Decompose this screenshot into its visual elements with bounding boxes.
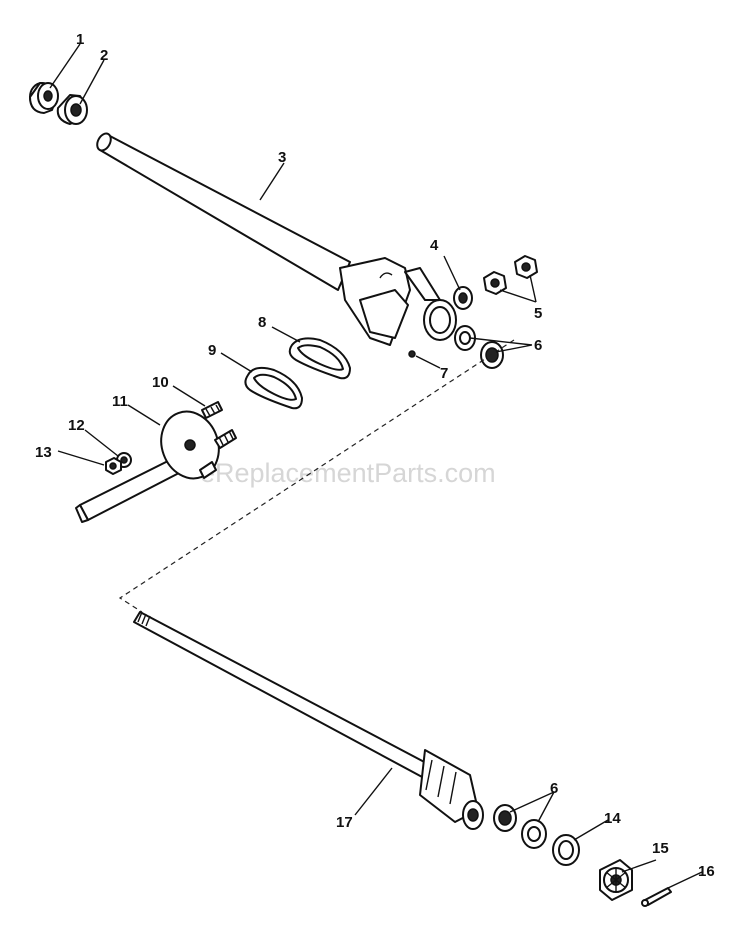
alignment-dashed-line — [118, 339, 515, 613]
callout-10: 10 — [152, 374, 169, 391]
part-13-nut-icon[interactable] — [105, 457, 122, 475]
part-14-seal-icon[interactable] — [552, 834, 580, 866]
callout-6-bottom: 6 — [550, 780, 558, 797]
part-8-gasket-icon[interactable] — [288, 337, 351, 380]
callout-15: 15 — [652, 840, 669, 857]
part-2-flanged-bushing-icon[interactable] — [56, 94, 88, 125]
watermark: eReplacementParts.com — [200, 458, 496, 488]
callout-16: 16 — [698, 863, 715, 880]
callout-12: 12 — [68, 417, 85, 434]
leader-lines — [49, 43, 703, 889]
callout-5: 5 — [534, 305, 542, 322]
callout-4: 4 — [430, 237, 439, 254]
callout-13: 13 — [35, 444, 52, 461]
part-1-bushing-icon[interactable] — [29, 82, 59, 114]
part-4-washer-icon[interactable] — [453, 286, 473, 310]
callout-7: 7 — [440, 365, 448, 382]
part-7-small-screw-icon[interactable] — [408, 350, 416, 358]
part-11-steering-shaft-plate-icon[interactable] — [75, 403, 237, 523]
callout-11: 11 — [112, 393, 128, 410]
callout-3: 3 — [278, 149, 286, 166]
callout-17: 17 — [336, 814, 353, 831]
part-17-steering-worm-shaft-icon[interactable] — [133, 611, 484, 830]
part-16-cotter-pin-icon[interactable] — [641, 887, 672, 907]
callout-1: 1 — [76, 31, 84, 48]
callout-8: 8 — [258, 314, 266, 331]
part-9-gasket-icon[interactable] — [244, 366, 303, 410]
part-10-stud-icon[interactable] — [201, 401, 223, 419]
callout-labels: 1 2 3 4 5 6 7 8 9 10 11 12 13 6 14 15 16… — [35, 31, 715, 880]
part-5-hex-nut-icon[interactable] — [483, 255, 538, 295]
callout-6-top: 6 — [534, 337, 542, 354]
part-15-castle-nut-icon[interactable] — [599, 859, 633, 901]
part-6-bearing-icon[interactable] — [454, 325, 504, 369]
part-3-steering-column-tube-icon[interactable] — [94, 131, 457, 346]
callout-2: 2 — [100, 47, 108, 64]
callout-9: 9 — [208, 342, 216, 359]
part-6-bottom-bearing-icon[interactable] — [493, 804, 547, 849]
callout-14: 14 — [604, 810, 621, 827]
